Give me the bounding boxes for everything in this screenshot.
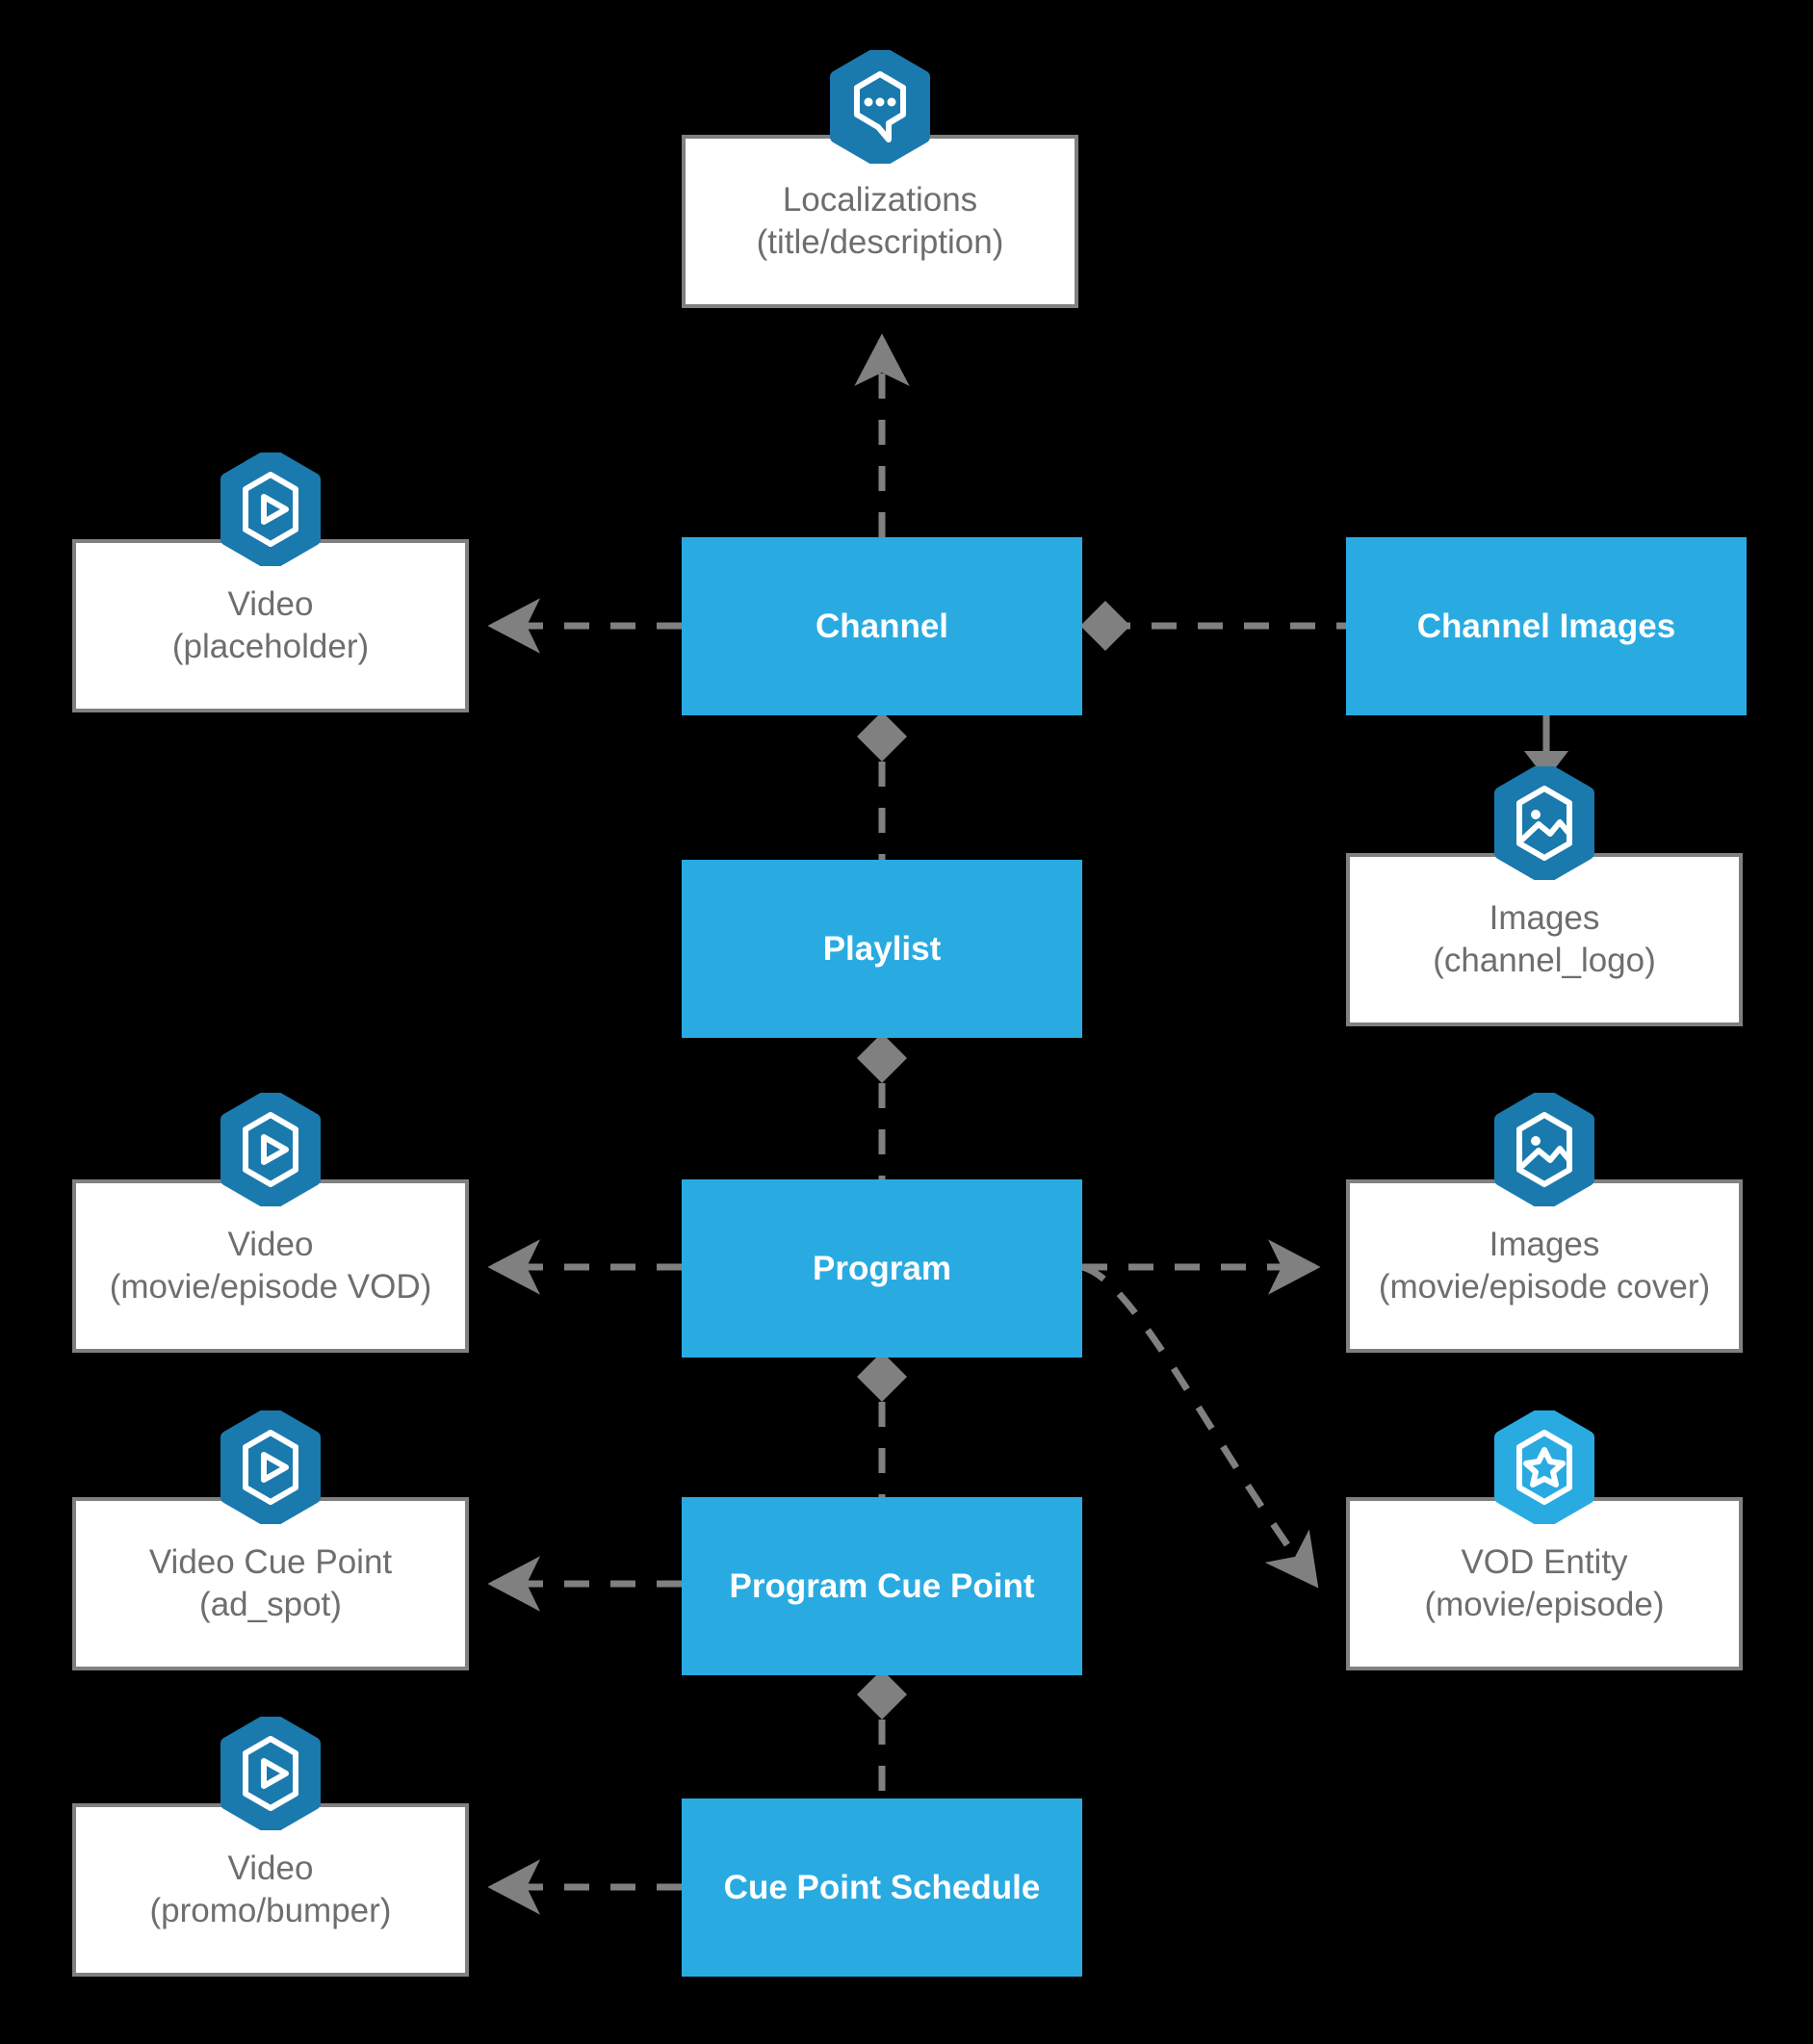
node-images-cover[interactable]: Images (movie/episode cover) (1346, 1179, 1743, 1353)
node-video-placeholder[interactable]: Video (placeholder) (72, 539, 469, 712)
node-video-cue-point[interactable]: Video Cue Point (ad_spot) (72, 1497, 469, 1670)
node-video-vod-label: Video (movie/episode VOD) (109, 1226, 432, 1306)
edge-playlist-to-program (857, 1033, 907, 1179)
edge-program-cue-point-to-cue-point-schedule (857, 1669, 907, 1798)
node-video-placeholder-label: Video (placeholder) (171, 585, 370, 665)
node-channel-label: Channel (815, 607, 949, 645)
edge-channel-to-channel-images (1080, 601, 1346, 651)
node-playlist[interactable]: Playlist (682, 860, 1082, 1038)
node-program-cue-point[interactable]: Program Cue Point (682, 1497, 1082, 1675)
node-video-cue-point-label: Video Cue Point (ad_spot) (148, 1543, 393, 1623)
node-playlist-label: Playlist (822, 929, 942, 968)
edge-channel-to-playlist (857, 712, 907, 860)
node-channel-images[interactable]: Channel Images (1346, 537, 1747, 715)
node-localizations[interactable]: Localizations (title/description) (682, 135, 1078, 308)
node-program-label: Program (813, 1249, 951, 1287)
node-video-promo[interactable]: Video (promo/bumper) (72, 1803, 469, 1977)
node-cue-point-schedule-label: Cue Point Schedule (723, 1868, 1041, 1906)
node-localizations-label: Localizations (title/description) (756, 181, 1004, 261)
node-images-channel-logo[interactable]: Images (channel_logo) (1346, 853, 1743, 1026)
edge-channel-images-to-images-logo (1524, 715, 1568, 780)
node-images-channel-logo-label: Images (channel_logo) (1433, 899, 1656, 979)
node-channel[interactable]: Channel (682, 537, 1082, 715)
node-images-cover-label: Images (movie/episode cover) (1378, 1226, 1711, 1306)
node-program[interactable]: Program (682, 1179, 1082, 1358)
edge-program-to-vod-entity (1080, 1263, 1319, 1589)
node-channel-images-label: Channel Images (1416, 607, 1676, 645)
node-video-promo-label: Video (promo/bumper) (149, 1850, 392, 1929)
node-vod-entity[interactable]: VOD Entity (movie/episode) (1346, 1497, 1743, 1670)
node-program-cue-point-label: Program Cue Point (729, 1566, 1035, 1605)
edge-program-to-program-cue-point (857, 1352, 907, 1497)
node-cue-point-schedule[interactable]: Cue Point Schedule (682, 1798, 1082, 1977)
node-vod-entity-label: VOD Entity (movie/episode) (1424, 1543, 1665, 1623)
node-video-vod[interactable]: Video (movie/episode VOD) (72, 1179, 469, 1353)
